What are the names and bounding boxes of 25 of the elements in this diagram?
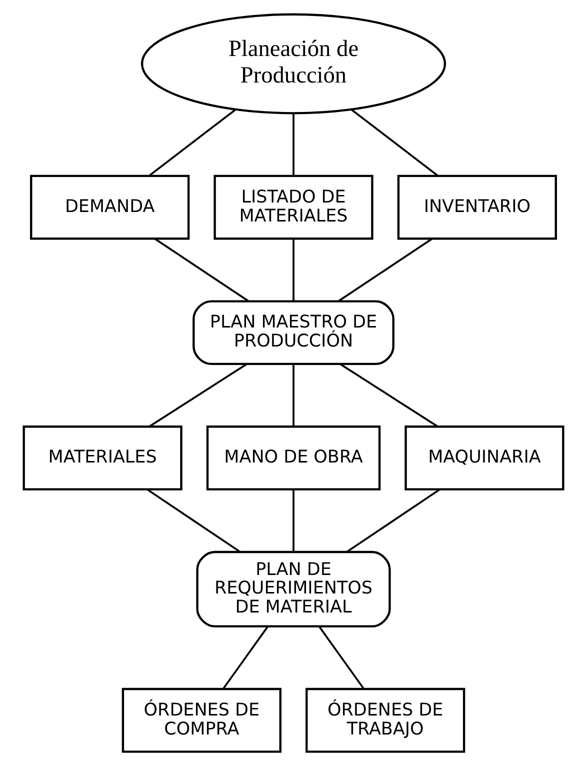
connector [318, 626, 365, 690]
connector [340, 363, 438, 428]
connector [351, 108, 439, 177]
node-ellipse: Planeación de Producción [140, 13, 446, 114]
connector [338, 238, 433, 302]
node-box: ÓRDENES DE TRABAJO [306, 688, 466, 753]
node-box: MAQUINARIA [404, 426, 564, 490]
node-box: MANO DE OBRA [206, 426, 381, 490]
node-box: LISTADO DE MATERIALES [214, 174, 374, 240]
connector [346, 488, 440, 553]
connector [292, 490, 294, 552]
connector [222, 626, 269, 690]
connector [146, 488, 241, 553]
node-box: ÓRDENES DE COMPRA [122, 688, 282, 753]
node-box: MATERIALES [22, 426, 182, 490]
connector [154, 238, 249, 302]
connector [292, 238, 294, 302]
connector [148, 108, 236, 177]
node-box: DEMANDA [30, 174, 190, 240]
connector [292, 114, 294, 176]
node-box: PLAN DE REQUERIMIENTOS DE MATERIAL [196, 550, 391, 628]
node-box: PLAN MAESTRO DE PRODUCCIÓN [192, 300, 394, 366]
connector [292, 364, 294, 427]
connector [148, 363, 248, 428]
node-box: INVENTARIO [397, 174, 557, 240]
